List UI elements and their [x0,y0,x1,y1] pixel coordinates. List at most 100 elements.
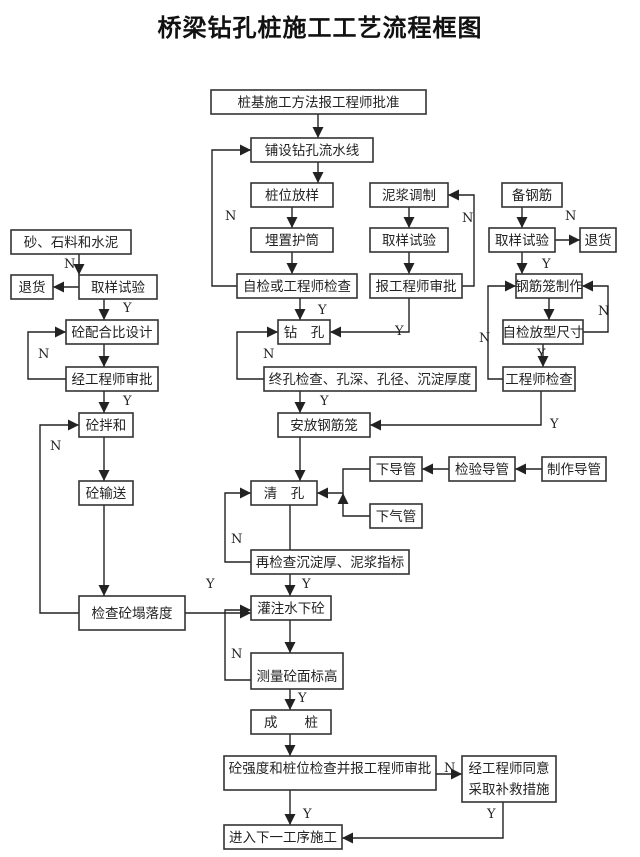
flow-arrow [224,604,251,681]
flow-arrow [370,391,542,431]
node-label: 钻 孔 [284,325,325,341]
node-label: 备钢筋 [512,187,553,204]
flow-node-rebar: 备钢筋 [501,182,563,208]
node-label: 再检查沉淀厚、泥浆指标 [256,555,405,571]
flow-node-measure: 测量砼面标高 [250,652,344,690]
flow-node-mixapprove: 经工程师审批 [65,366,159,392]
node-label: 取样试验 [91,280,145,296]
no-label: N [225,209,236,224]
flow-node-mudapprove: 报工程师审批 [369,273,463,299]
node-label: 成 桩 [264,715,318,731]
flow-node-pipeline: 铺设钻孔流水线 [250,137,374,163]
node-box [210,89,427,115]
flow-node-rebartest: 取样试验 [488,227,556,253]
yes-label: Y [549,417,559,432]
flow-arrow [224,487,251,563]
flow-node-placecage: 安放钢筋笼 [277,412,371,438]
flow-arrow [342,802,504,844]
node-box [250,227,334,253]
node-label: 泥浆调制 [382,188,436,204]
yes-label: Y [301,577,311,592]
yes-label: Y [541,257,551,272]
flow-node-sand: 砂、石料和水泥 [10,229,132,255]
no-label: N [598,304,609,319]
yes-label: Y [122,301,132,316]
node-box [78,412,134,438]
flow-node-mud: 泥浆调制 [369,182,449,208]
node-box [223,824,343,850]
node-box [488,227,556,253]
flow-arrow [337,493,370,517]
node-box [65,319,159,345]
node-label: 下导管 [376,462,417,478]
flow-node-cage: 钢筋笼制作 [515,273,583,299]
node-label: 取样试验 [382,233,436,249]
node-label: 经工程师审批 [72,372,153,388]
node-label: 桩位放样 [265,188,319,204]
node-label: 钢筋笼制作 [515,278,583,295]
no-label: N [50,439,61,454]
no-label: N [479,331,490,346]
flow-node-airpipe: 下气管 [369,503,423,529]
flow-node-tube: 下导管 [369,456,423,482]
node-label: 砼配合比设计 [72,325,153,341]
flow-node-rebarreturn: 退货 [579,227,617,253]
node-label: 安放钢筋笼 [290,417,358,434]
node-box [448,456,516,482]
node-box [250,595,332,621]
node-box [263,366,477,392]
yes-label: Y [205,577,215,592]
node-box [369,456,423,482]
flow-node-casing: 埋置护筒 [250,227,334,253]
node-box [250,137,374,163]
node-label: 测量砼面标高 [257,668,338,685]
flow-node-tubetest: 检验导管 [448,456,516,482]
node-label: 进入下一工序施工 [229,830,337,846]
flow-arrow [236,326,278,380]
node-box [250,182,334,208]
flow-node-clean: 清 孔 [250,480,318,506]
node-box [369,273,463,299]
flow-node-cagecheck: 自检放型尺寸 [502,319,584,345]
no-label: N [444,761,455,776]
flow-node-method: 桩基施工方法报工程师批准 [210,89,427,115]
node-box [502,319,584,345]
node-box [501,182,563,208]
node-label: 退货 [19,279,46,296]
node-box [10,229,132,255]
node-box [579,227,617,253]
flow-arrow [330,298,410,338]
yes-label: Y [486,807,496,822]
node-label: 砼输送 [86,486,127,502]
node-box [515,273,583,299]
flow-node-strength: 砼强度和桩位检查并报工程师审批 [223,755,437,791]
node-box [65,366,159,392]
yes-label: Y [317,303,327,318]
node-box [10,274,54,300]
node-label: 检查砼塌落度 [92,606,173,622]
flow-node-transport: 砼输送 [78,480,134,506]
flow-node-stake: 桩位放样 [250,182,334,208]
node-box [223,755,437,791]
no-label: N [231,647,242,662]
node-box [277,412,371,438]
node-label: 桩基施工方法报工程师批准 [238,94,400,111]
no-label: N [38,347,49,362]
yes-label: Y [536,347,546,362]
node-box [250,549,410,575]
flow-node-selfcheck: 自检或工程师检查 [236,273,358,299]
flow-arrow [317,468,370,499]
node-box [369,227,449,253]
node-label: 自检或工程师检查 [243,279,351,295]
flow-arrow [448,189,475,287]
flow-node-slump: 检查砼塌落度 [78,595,186,631]
node-label: 制作导管 [547,462,601,478]
flow-arrow [487,280,516,380]
node-box [236,273,358,299]
node-box [369,503,423,529]
node-label: 工程师检查 [505,372,573,388]
node-label: 终孔检查、孔深、孔径、沉淀厚度 [269,372,472,388]
node-box [78,480,134,506]
node-box [250,480,318,506]
